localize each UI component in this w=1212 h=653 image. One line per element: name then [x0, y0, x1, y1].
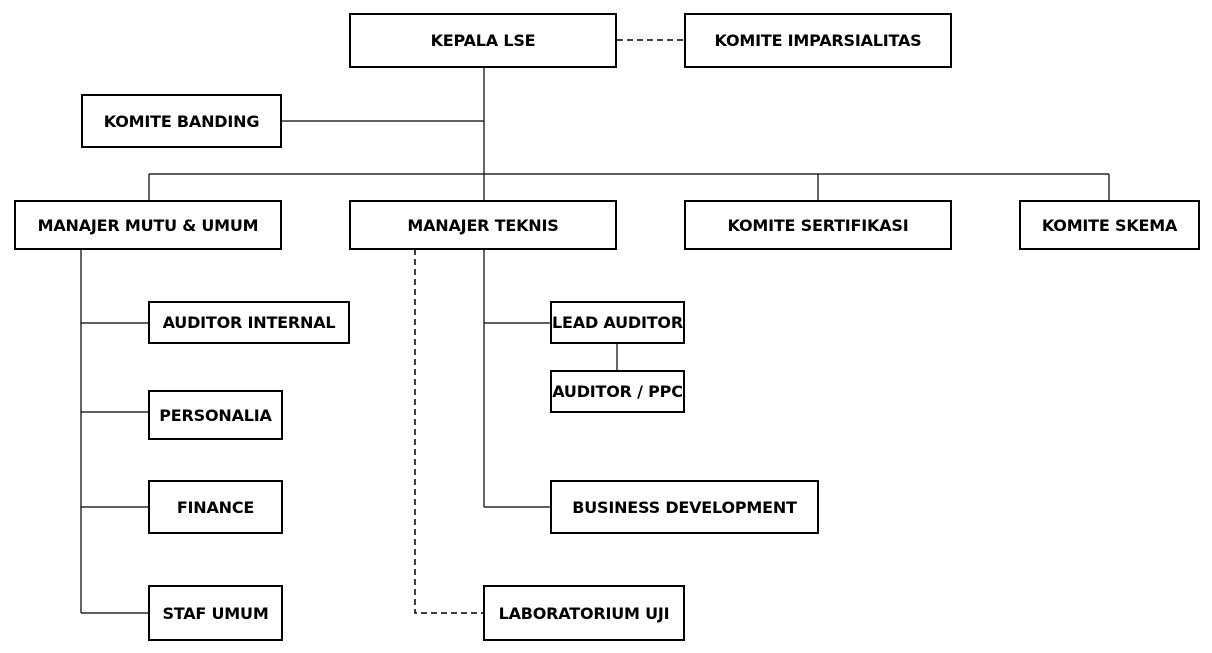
scheme-committee-box: KOMITE SKEMA	[1019, 200, 1200, 250]
head-box: KEPALA LSE	[349, 13, 617, 68]
appeal-committee-box: KOMITE BANDING	[81, 94, 282, 148]
impartiality-committee-box: KOMITE IMPARSIALITAS	[684, 13, 952, 68]
test-laboratory-box: LABORATORIUM UJI	[483, 585, 685, 641]
auditor-ppc-box: AUDITOR / PPC	[550, 370, 685, 413]
quality-manager-box: MANAJER MUTU & UMUM	[14, 200, 282, 250]
finance-box: FINANCE	[148, 480, 283, 534]
technical-manager-box: MANAJER TEKNIS	[349, 200, 617, 250]
certification-committee-box: KOMITE SERTIFIKASI	[684, 200, 952, 250]
connector-test-laboratory	[414, 249, 483, 614]
business-development-box: BUSINESS DEVELOPMENT	[550, 480, 819, 534]
general-staff-box: STAF UMUM	[148, 585, 283, 641]
internal-auditor-box: AUDITOR INTERNAL	[148, 301, 350, 344]
lead-auditor-box: LEAD AUDITOR	[550, 301, 685, 344]
personnel-box: PERSONALIA	[148, 390, 283, 440]
